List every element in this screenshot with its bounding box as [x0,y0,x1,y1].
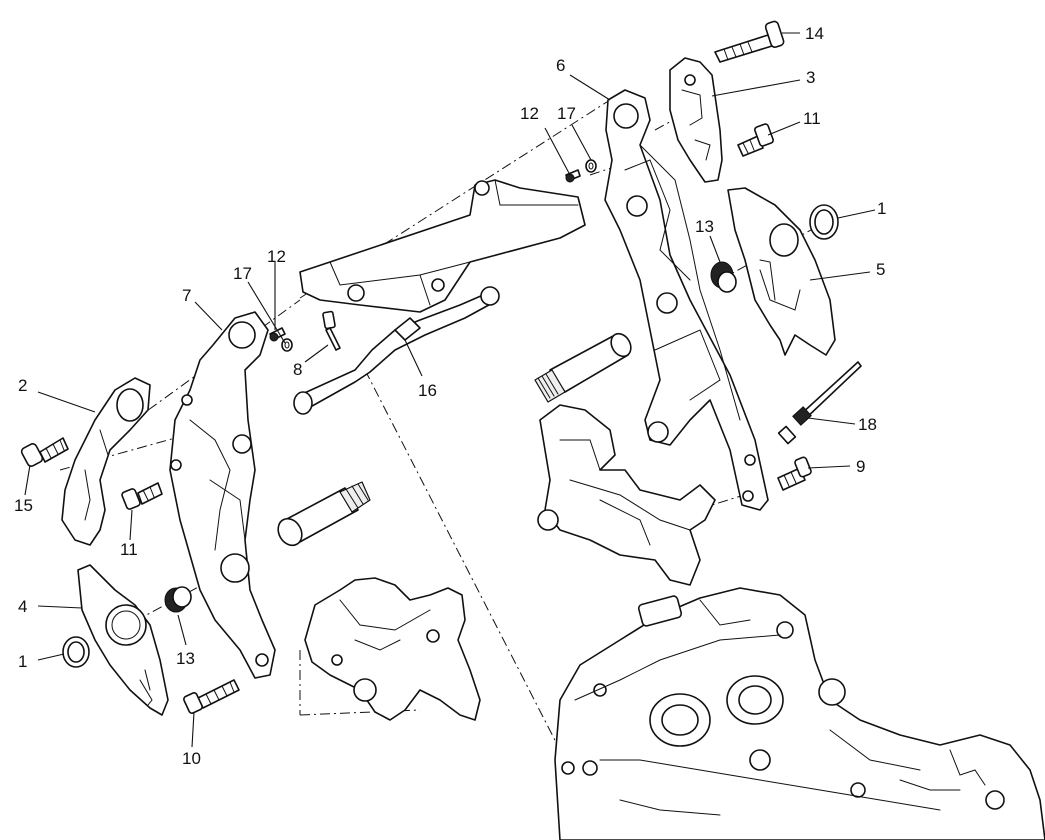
rubber-pad-right [710,261,737,293]
bolt-15 [20,437,69,467]
upper-cross-bracket [299,179,586,313]
callout-14: 14 [805,24,824,43]
callout-10: 10 [182,749,201,768]
bolt-9 [777,456,812,491]
rubber-pad-left [164,586,192,613]
right-lever-assembly [537,404,716,586]
callout-17-right: 17 [557,104,576,123]
right-heel-guard-lower [727,187,836,356]
o-ring-left [62,636,90,668]
leader-lines [24,32,876,748]
screw-12-left [269,327,286,342]
callout-6: 6 [556,56,565,75]
bolt-11-left [121,482,163,510]
callout-3: 3 [806,68,815,87]
callout-17-left: 17 [233,264,252,283]
callout-1-left: 1 [18,652,27,671]
left-heel-guard-upper [61,377,151,546]
callout-18: 18 [858,415,877,434]
left-pivot-pin [277,481,371,547]
bolt-14 [714,20,785,63]
bolt-11-right [737,123,774,157]
callout-2: 2 [18,376,27,395]
right-footpeg-hanger [604,89,769,511]
callout-11-right: 11 [803,109,821,128]
callout-13-left: 13 [176,649,195,668]
callout-15: 15 [14,496,33,515]
callout-8: 8 [293,360,302,379]
callout-9: 9 [856,457,865,476]
callout-4: 4 [18,597,27,616]
brake-pump-bracket [304,577,481,721]
left-heel-guard-lower [77,564,169,716]
right-pivot-pin [534,332,632,403]
pin-8 [322,310,341,351]
engine-crankcase [554,587,1045,840]
right-heel-guard-upper [669,57,723,183]
rod-18 [777,361,862,445]
bolt-10 [183,679,240,714]
washer-17-right [585,159,597,173]
callout-11-left: 11 [120,540,138,559]
stand-rod-16 [293,286,500,415]
callout-13-right: 13 [695,217,714,236]
screw-12-right [565,169,581,183]
callout-12-left: 12 [267,247,286,266]
callout-1-right: 1 [877,199,886,218]
left-footpeg-hanger [169,311,276,679]
callout-5: 5 [876,260,885,279]
callout-7: 7 [182,286,191,305]
callout-labels: 14 3 6 11 12 17 1 13 5 12 17 7 8 16 2 15… [14,24,886,768]
o-ring-right [809,204,839,240]
callout-16: 16 [418,381,437,400]
callout-12-right: 12 [520,104,539,123]
